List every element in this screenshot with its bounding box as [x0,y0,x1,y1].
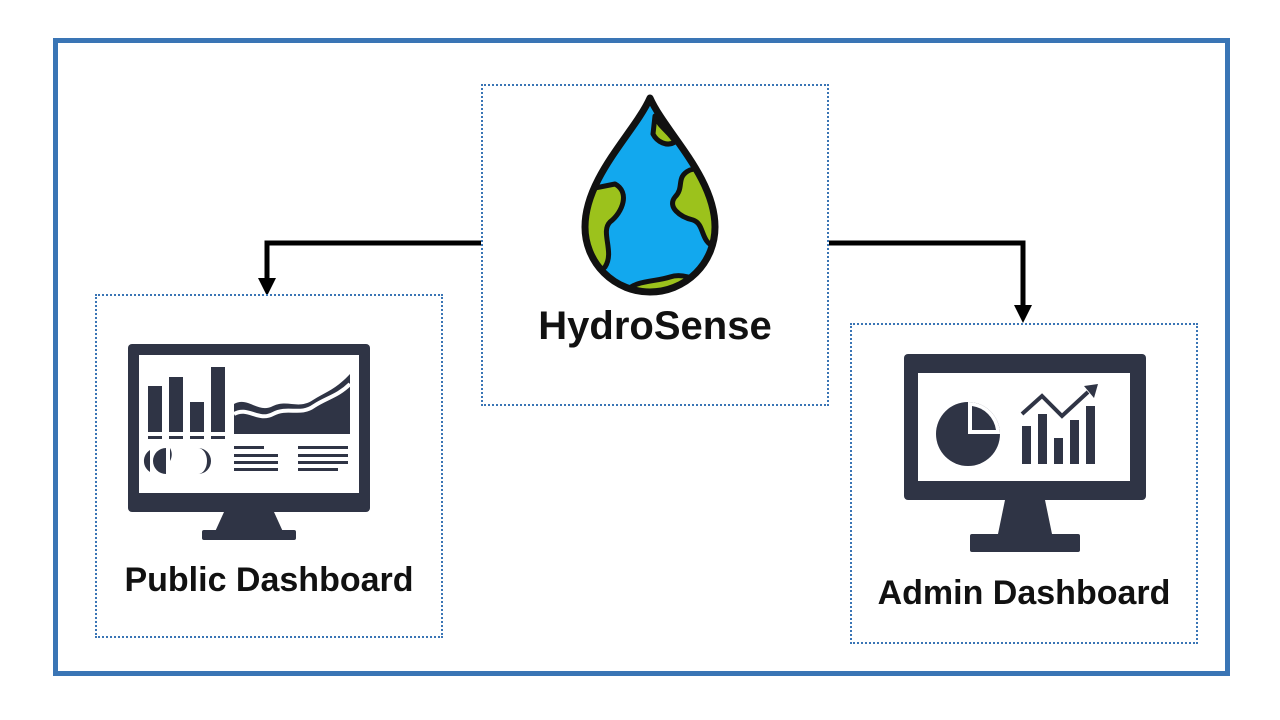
monitor-charts-icon [128,344,370,540]
public-dashboard-node: Public Dashboard [95,294,443,638]
admin-dashboard-label: Admin Dashboard [877,574,1171,612]
admin-dashboard-node: Admin Dashboard [850,323,1198,644]
diagram-frame [53,38,1230,676]
monitor-analytics-icon [904,354,1146,552]
hydrosense-label: HydroSense [538,304,772,348]
public-dashboard-label: Public Dashboard [124,561,414,599]
hydrosense-node: HydroSense [481,84,829,406]
water-drop-earth-icon [581,94,719,296]
